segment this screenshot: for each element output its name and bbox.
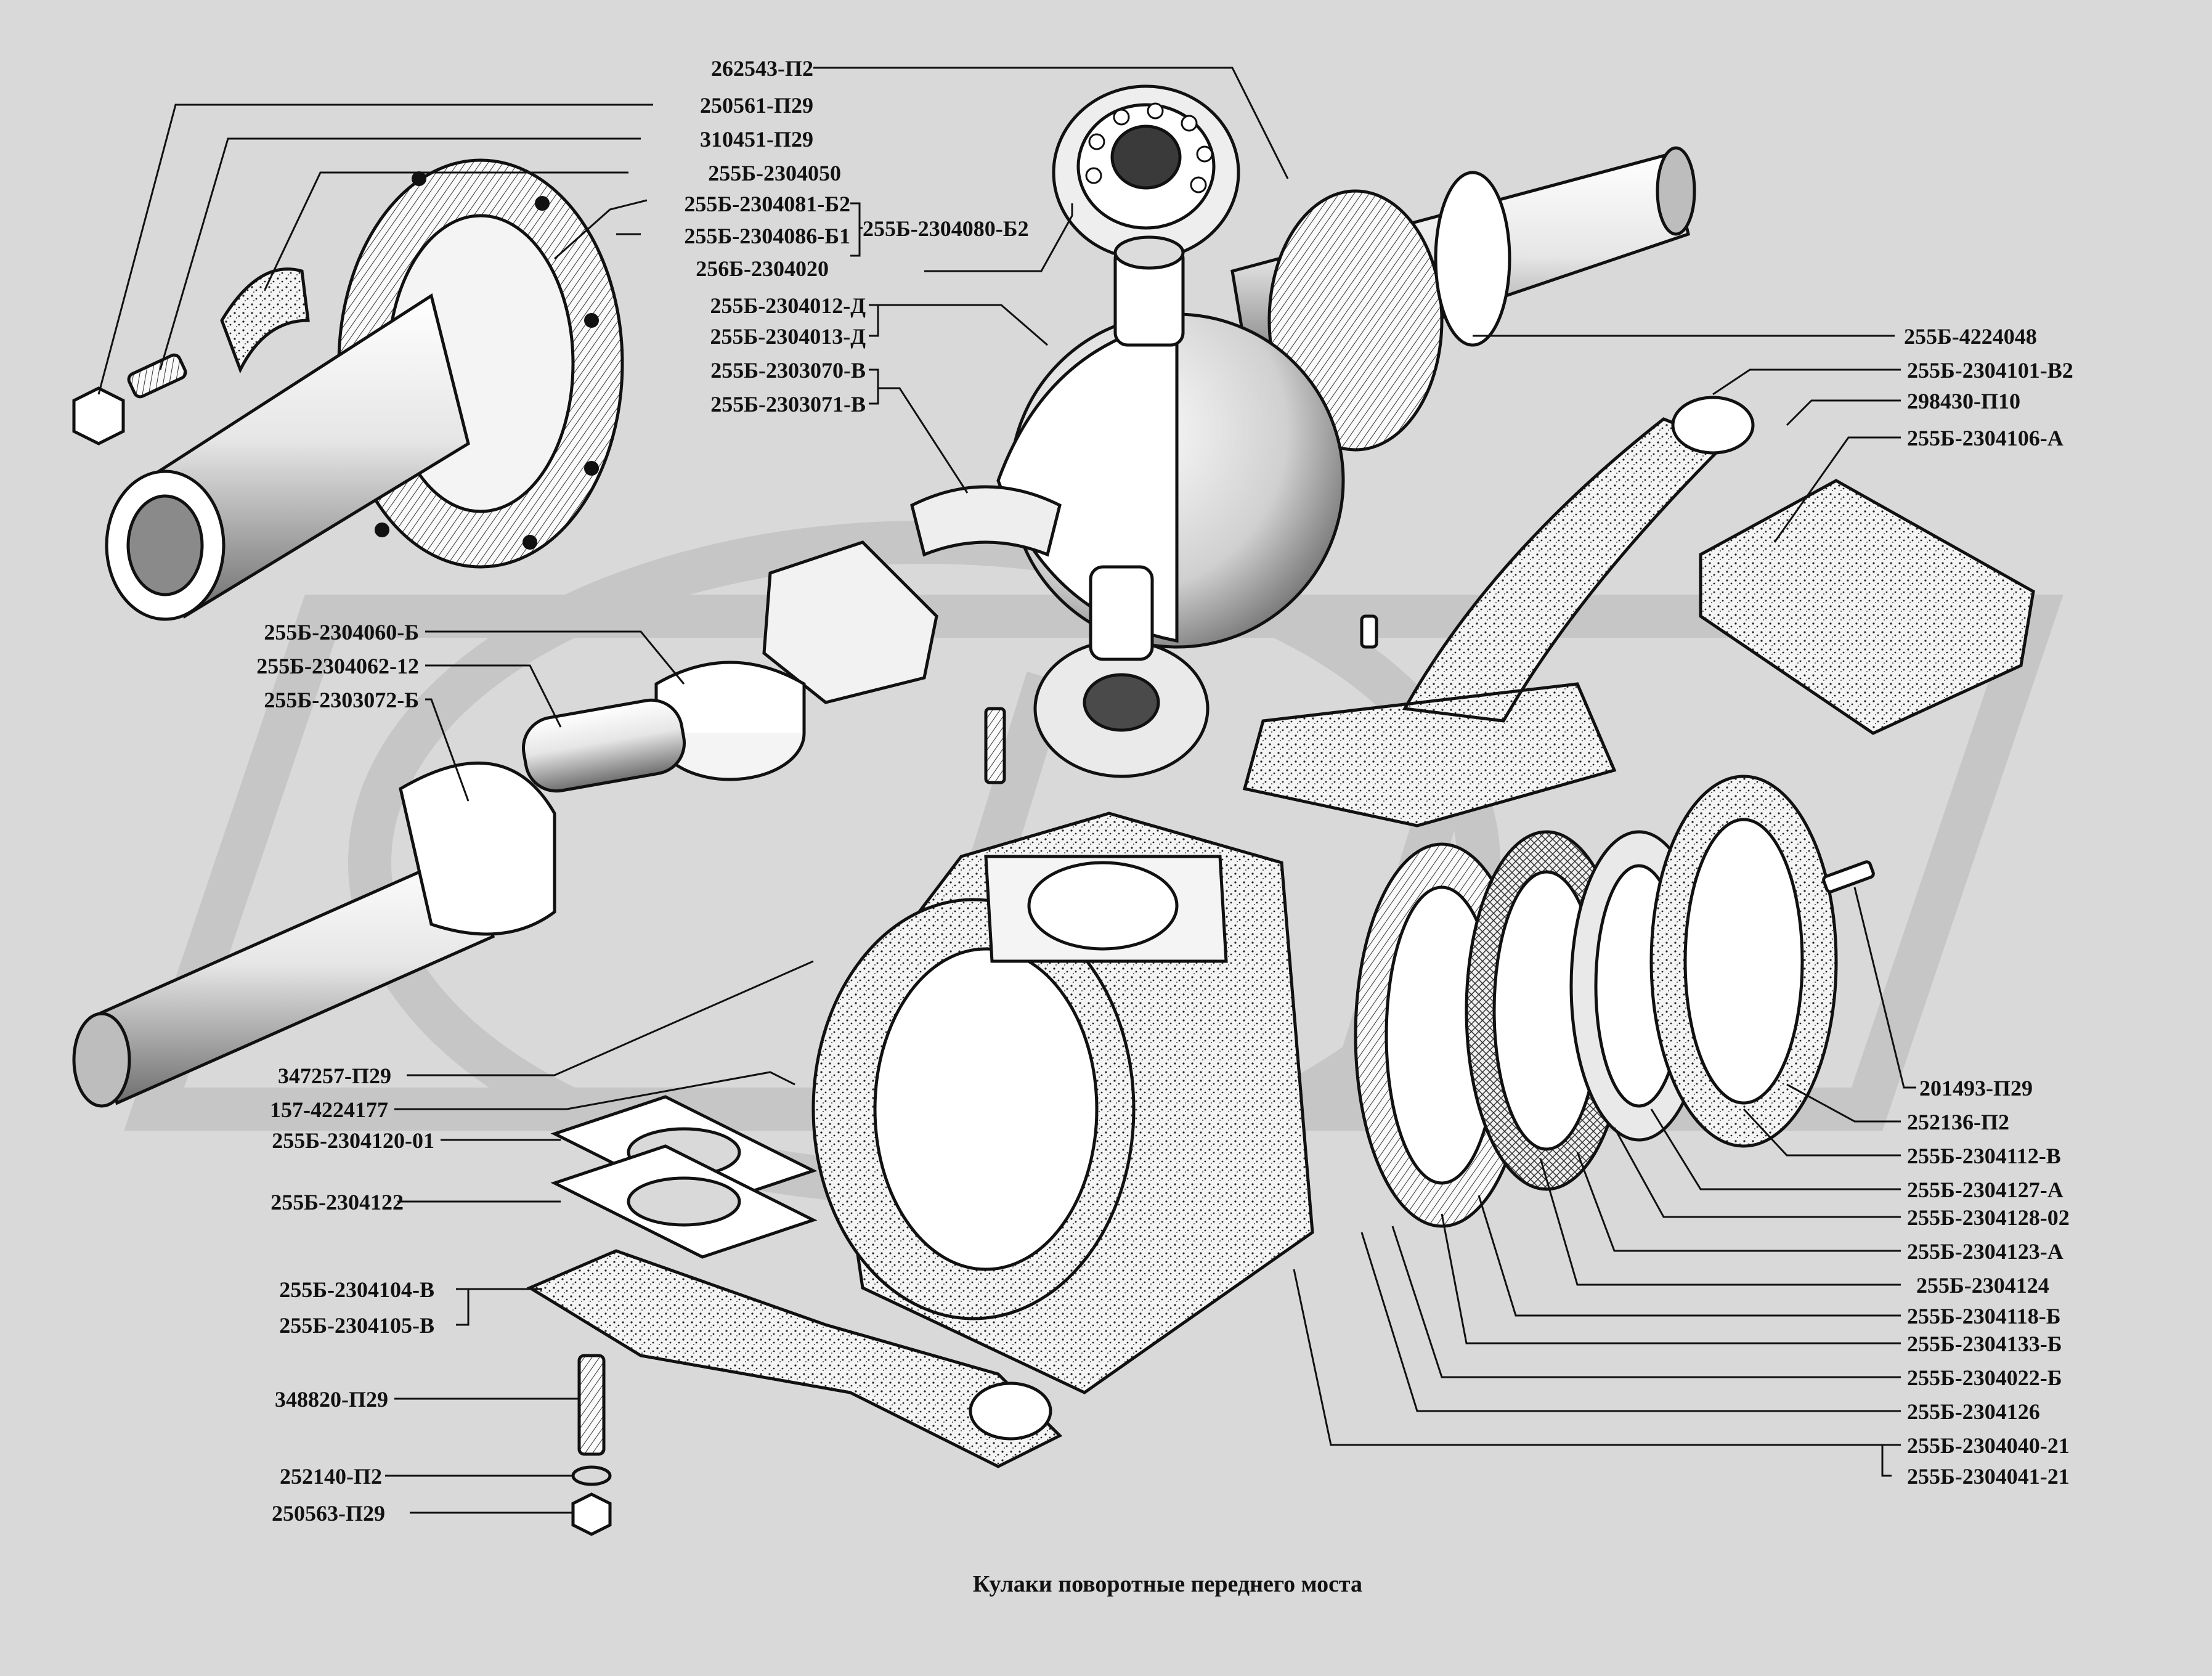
label-255b-2304105-v: 255Б-2304105-В xyxy=(279,1313,434,1338)
label-255b-2304123-a: 255Б-2304123-А xyxy=(1907,1239,2064,1264)
stud-middle xyxy=(984,707,1006,784)
label-255b-2304112-v: 255Б-2304112-В xyxy=(1907,1144,2061,1168)
label-255b-2303070-v: 255Б-2303070-В xyxy=(710,358,866,383)
label-255b-2304120-01: 255Б-2304120-01 xyxy=(272,1128,434,1153)
seal-rings xyxy=(1354,775,1838,1228)
diagram-caption: Кулаки поворотные переднего моста xyxy=(973,1571,1362,1597)
label-255b-2304128-02: 255Б-2304128-02 xyxy=(1907,1205,2070,1230)
label-252140-p2: 252140-П2 xyxy=(280,1464,382,1489)
label-255b-2304122: 255Б-2304122 xyxy=(270,1190,404,1214)
label-255b-2304062-12: 255Б-2304062-12 xyxy=(256,654,419,678)
label-255b-2304013-d: 255Б-2304013-Д xyxy=(710,324,866,349)
label-298430-p10: 298430-П10 xyxy=(1907,389,2020,413)
journal-upper-left xyxy=(105,158,624,621)
label-348820-p29: 348820-П29 xyxy=(275,1387,388,1412)
crescent-block xyxy=(910,485,1062,557)
washer-lower xyxy=(571,1465,612,1486)
label-201493-p29: 201493-П29 xyxy=(1919,1076,2033,1100)
label-group-255b-2304080-b2: 255Б-2304080-Б2 xyxy=(863,216,1029,241)
nut-upper-left xyxy=(72,386,125,445)
shaft-lower-left xyxy=(72,698,686,1108)
label-347257-p29: 347257-П29 xyxy=(278,1064,391,1088)
label-252136-p2: 252136-П2 xyxy=(1907,1110,2009,1134)
label-255b-2304133-b: 255Б-2304133-Б xyxy=(1907,1332,2062,1356)
bearing-top xyxy=(1052,84,1240,261)
label-255b-2304118-b: 255Б-2304118-Б xyxy=(1907,1304,2061,1328)
bolt-right xyxy=(1822,860,1875,893)
bracket-part xyxy=(220,267,310,374)
label-255b-2304081-b2: 255Б-2304081-Б2 xyxy=(684,192,850,216)
label-255b-2304040-21: 255Б-2304040-21 xyxy=(1907,1433,2070,1458)
steering-arm-lower xyxy=(526,1249,1063,1468)
label-255b-2304124: 255Б-2304124 xyxy=(1916,1273,2049,1298)
stud-upper-left xyxy=(127,353,187,399)
label-250563-p29: 250563-П29 xyxy=(272,1501,385,1526)
label-255b-2304104-v: 255Б-2304104-В xyxy=(279,1277,434,1302)
joint-ball xyxy=(996,235,1345,649)
label-255b-2303071-v: 255Б-2303071-В xyxy=(710,392,866,417)
label-255b-2304050: 255Б-2304050 xyxy=(708,161,841,185)
label-255b-2304106-a: 255Б-2304106-А xyxy=(1907,426,2064,450)
disc-part xyxy=(654,661,806,781)
stud-lower xyxy=(577,1354,606,1456)
label-157-4224177: 157-4224177 xyxy=(270,1097,388,1122)
label-255b-2304126: 255Б-2304126 xyxy=(1907,1399,2040,1424)
label-262543-p2: 262543-П2 xyxy=(711,56,813,81)
label-255b-2304101-v2: 255Б-2304101-В2 xyxy=(1907,358,2073,383)
arm-eye-top xyxy=(1671,396,1755,455)
cover-plate xyxy=(1699,479,2035,735)
label-255b-4224048: 255Б-4224048 xyxy=(1904,324,2037,349)
label-250561-p29: 250561-П29 xyxy=(700,93,813,118)
label-255b-2304060-b: 255Б-2304060-Б xyxy=(264,620,419,645)
label-255b-2304041-21: 255Б-2304041-21 xyxy=(1907,1464,2070,1489)
leader-lines xyxy=(97,67,1916,1514)
grease-fitting xyxy=(1360,614,1378,649)
label-310451-p29: 310451-П29 xyxy=(700,127,813,152)
knuckle-housing xyxy=(811,812,1314,1394)
part-illustrations xyxy=(72,84,2035,1536)
fork-piece xyxy=(762,540,938,704)
label-255b-2304086-b1: 255Б-2304086-Б1 xyxy=(684,224,850,248)
label-256b-2304020: 256Б-2304020 xyxy=(696,256,829,281)
arm-eye-lower xyxy=(969,1381,1052,1441)
label-255b-2303072-b: 255Б-2303072-Б xyxy=(264,688,419,712)
label-255b-2304127-a: 255Б-2304127-А xyxy=(1907,1178,2064,1202)
label-255b-2304022-b: 255Б-2304022-Б xyxy=(1907,1365,2062,1390)
callout-labels: 262543-П2 250561-П29 310451-П29 255Б-230… xyxy=(256,56,2073,1597)
label-255b-2304012-d: 255Б-2304012-Д xyxy=(710,293,866,318)
gaskets xyxy=(550,1095,818,1259)
bearing-lower xyxy=(1033,565,1210,778)
nut-lower xyxy=(571,1492,612,1536)
